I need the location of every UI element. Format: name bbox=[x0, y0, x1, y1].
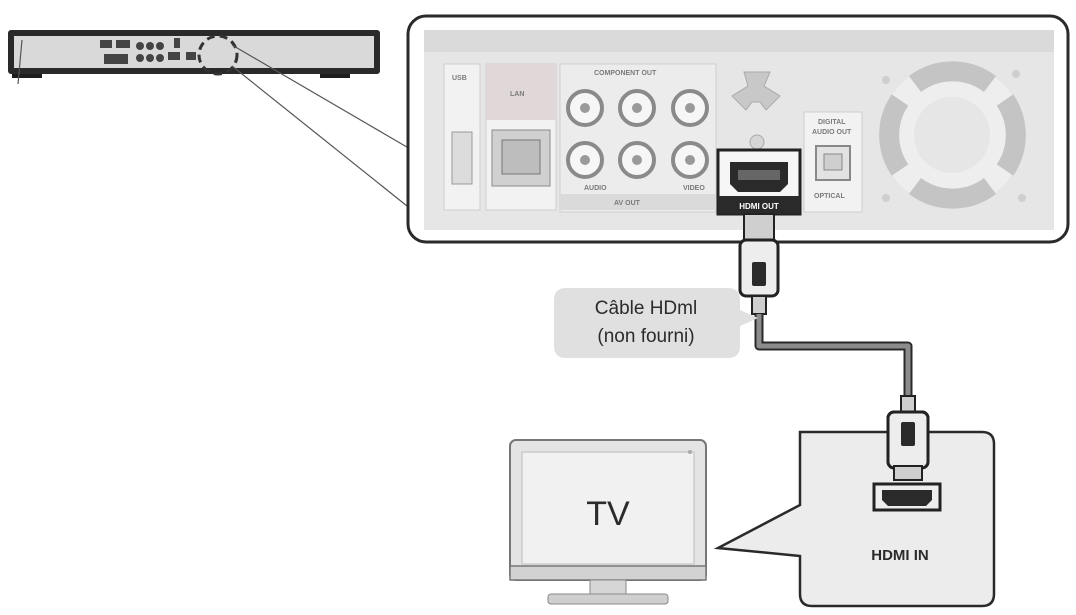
cooling-fan bbox=[879, 61, 1026, 209]
av-out-label: AV OUT bbox=[614, 200, 641, 207]
cable-callout-line2: (non fourni) bbox=[597, 326, 694, 347]
hdmi-in-label: HDMI IN bbox=[871, 547, 929, 564]
optical-port: DIGITAL AUDIO OUT OPTICAL bbox=[803, 111, 863, 213]
lan-port: LAN bbox=[485, 63, 557, 211]
cable-callout: Câble HDml (non fourni) bbox=[554, 288, 758, 358]
hdmi-plug-top bbox=[738, 213, 780, 315]
zoom-lines bbox=[231, 44, 413, 211]
audio-out-label: AUDIO OUT bbox=[812, 129, 852, 136]
cable-callout-line1: Câble HDml bbox=[595, 298, 697, 319]
usb-port: USB bbox=[443, 63, 481, 211]
hdmi-in-callout: HDMI IN bbox=[713, 430, 996, 608]
usb-label: USB bbox=[452, 75, 467, 82]
rear-panel-zoom: USB LAN COMPONENT OUT AUDIO VIDEO bbox=[406, 14, 1070, 244]
digital-label: DIGITAL bbox=[818, 119, 846, 126]
player-zoom-circle bbox=[197, 34, 239, 76]
hdmi-out-port: HDMI OUT bbox=[716, 148, 802, 216]
player-unit bbox=[8, 30, 380, 85]
tv-label: TV bbox=[586, 495, 630, 533]
hdmi-out-label: HDMI OUT bbox=[739, 202, 779, 211]
optical-label: OPTICAL bbox=[814, 193, 845, 200]
lan-label: LAN bbox=[510, 91, 524, 98]
hdmi-plug-bottom-front bbox=[886, 395, 930, 481]
audio-label: AUDIO bbox=[584, 185, 607, 192]
hdmi-in-port bbox=[872, 482, 942, 512]
player-rear-connectors bbox=[100, 38, 196, 64]
component-out-label: COMPONENT OUT bbox=[594, 70, 657, 77]
component-av-out: COMPONENT OUT AUDIO VIDEO AV OUT bbox=[559, 63, 717, 213]
video-label: VIDEO bbox=[683, 185, 705, 192]
panel-logo-mark bbox=[731, 71, 781, 150]
tv-set: TV bbox=[509, 439, 707, 605]
